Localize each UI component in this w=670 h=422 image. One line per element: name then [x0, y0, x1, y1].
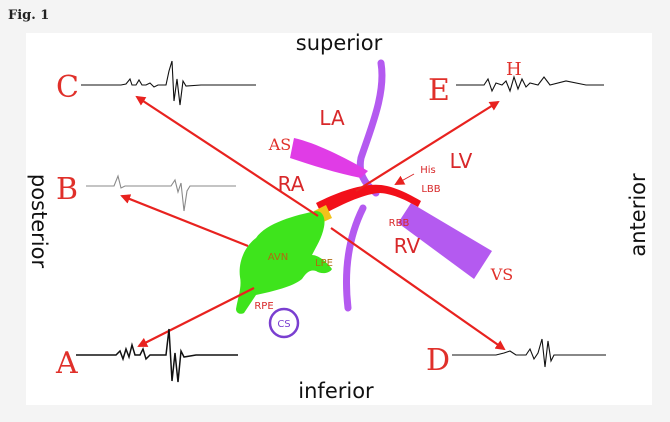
- septum-lower-band: [343, 204, 367, 312]
- cs-label: CS: [277, 319, 290, 330]
- conduction-diagram: CS superior inferior posterior anterior …: [27, 33, 650, 403]
- his-pointer: [394, 173, 415, 185]
- trace-d: [452, 338, 606, 368]
- la-label: LA: [319, 106, 345, 130]
- vs-label: VS: [490, 265, 514, 284]
- trace-e: [456, 75, 604, 93]
- figure-label: Fig. 1: [8, 8, 50, 23]
- lead-e-label: E: [428, 73, 450, 108]
- arrow-to-b: [120, 194, 249, 248]
- trace-b: [86, 174, 236, 212]
- coronary-sinus: [268, 307, 300, 339]
- lead-d-label: D: [426, 343, 450, 378]
- septum-upper-band: [356, 59, 386, 197]
- trace-a: [76, 328, 238, 383]
- inferior-label: inferior: [298, 379, 374, 403]
- anterior-label: anterior: [626, 173, 650, 257]
- ventricular-septum-shape: [398, 203, 492, 279]
- rbb-label: RBB: [389, 218, 410, 229]
- rv-label: RV: [394, 234, 421, 258]
- diagram-panel: CS superior inferior posterior anterior …: [26, 33, 652, 405]
- lead-h-label: H: [506, 59, 522, 80]
- arrow-to-c: [135, 95, 319, 217]
- superior-label: superior: [296, 33, 383, 55]
- his-label: His: [420, 165, 436, 176]
- atrial-septum-shape: [290, 138, 368, 178]
- rpe-label: RPE: [254, 301, 273, 312]
- arrow-to-e: [355, 100, 500, 192]
- lead-a-label: A: [55, 346, 78, 381]
- lead-c-label: C: [56, 70, 79, 105]
- trace-c: [81, 60, 256, 106]
- posterior-label: posterior: [27, 174, 51, 269]
- lpe-label: LPE: [315, 258, 333, 269]
- ra-label: RA: [278, 172, 305, 196]
- lbb-label: LBB: [421, 184, 440, 195]
- as-label: AS: [268, 135, 292, 154]
- arrow-to-a: [137, 287, 255, 347]
- av-node: [236, 211, 332, 314]
- avn-label: AVN: [268, 252, 289, 263]
- lv-label: LV: [450, 149, 473, 173]
- arrow-to-d: [330, 227, 506, 351]
- lead-b-label: B: [56, 172, 78, 207]
- his-bundle: [316, 184, 421, 215]
